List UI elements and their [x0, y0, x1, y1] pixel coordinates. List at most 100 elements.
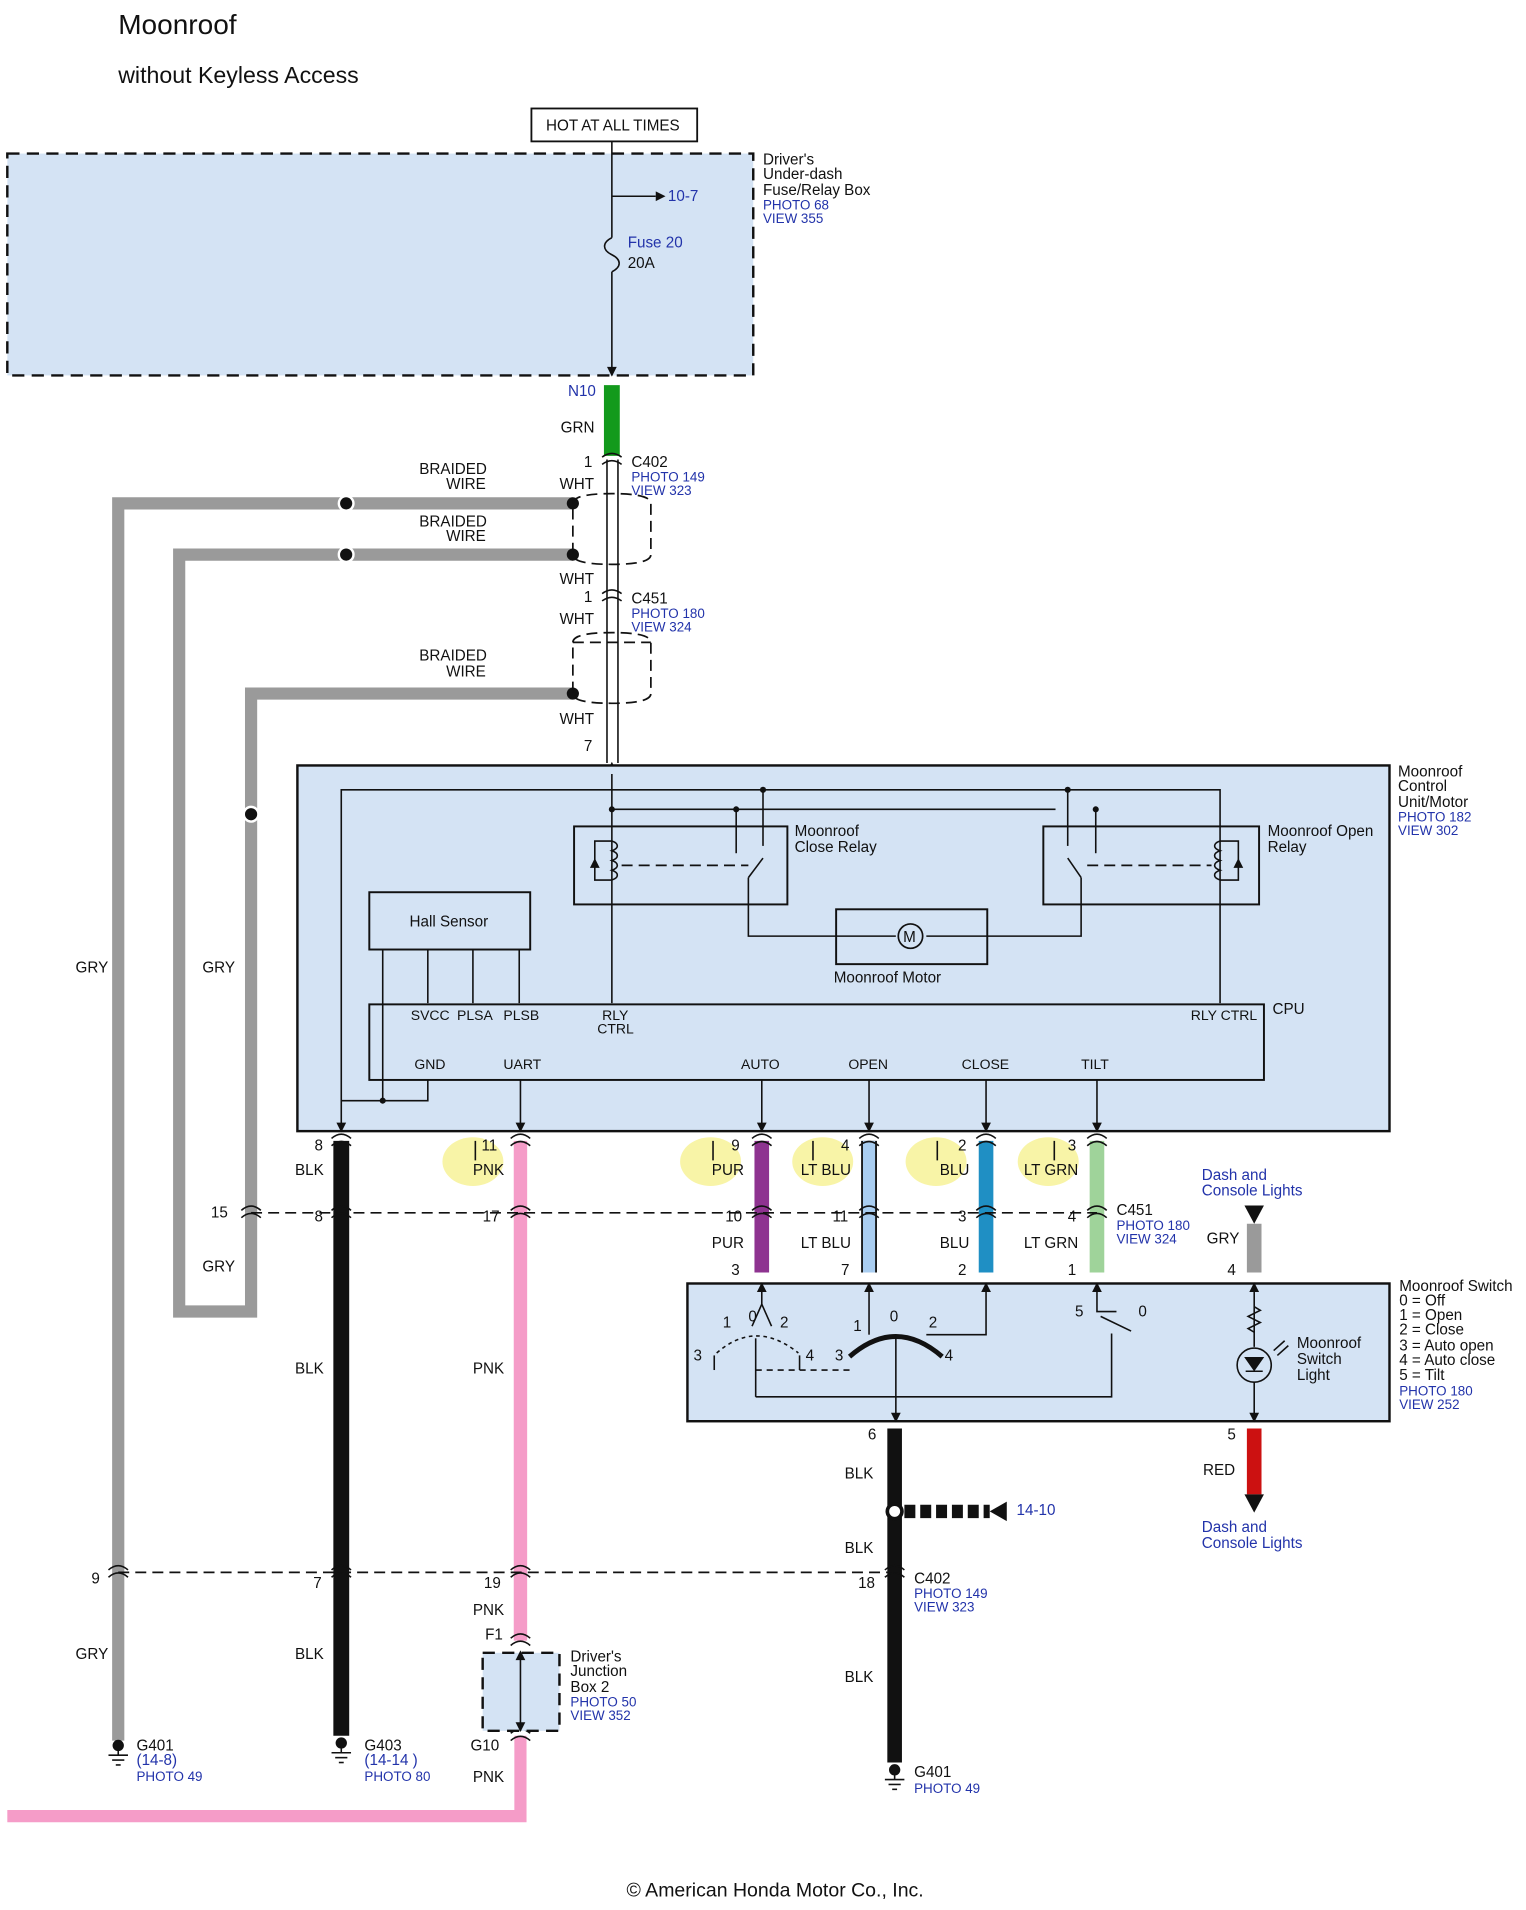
- braided-label-2a: BRAIDED: [419, 514, 487, 531]
- switch-legend-0: 0 = Off: [1399, 1292, 1446, 1309]
- cpu-label: CPU: [1272, 1001, 1304, 1018]
- pin-unit-11: 11: [481, 1138, 497, 1155]
- wire-gry-inner: [244, 687, 573, 1213]
- junction-name-3: Box 2: [570, 1679, 609, 1696]
- sw-pos-0: 0: [1138, 1303, 1146, 1320]
- wire-gry-outer: [112, 497, 573, 1741]
- braided-label-1a: BRAIDED: [419, 461, 487, 478]
- wire-label-gry: GRY: [202, 960, 235, 977]
- g401b-photo: PHOTO 49: [914, 1781, 980, 1796]
- switch-name: Moonroof Switch: [1399, 1278, 1512, 1295]
- wire-label-pur: PUR: [712, 1162, 744, 1179]
- switch-legend-2: 2 = Close: [1399, 1322, 1464, 1339]
- wire-label-pnk: PNK: [473, 1162, 504, 1179]
- pin-c402-18: 18: [858, 1575, 875, 1592]
- pin-sw-1: 1: [1068, 1262, 1076, 1279]
- dash-lights-label-2: Console Lights: [1202, 1535, 1303, 1552]
- wire-label-wht: WHT: [559, 611, 594, 628]
- wire-label-blk: BLK: [295, 1646, 324, 1663]
- wire-label-gry: GRY: [202, 1258, 235, 1275]
- close-relay: [573, 825, 789, 906]
- control-unit-photo: PHOTO 182: [1398, 810, 1471, 825]
- wire-label-pnk: PNK: [473, 1602, 504, 1619]
- cpu-pin-svcc: SVCC: [411, 1007, 450, 1023]
- pin-sw-7: 7: [841, 1262, 849, 1279]
- pin-c451-17: 17: [483, 1208, 500, 1225]
- c451b-view: VIEW 324: [1116, 1231, 1177, 1246]
- motor-symbol: M: [903, 929, 916, 946]
- pin-unit-3: 3: [1068, 1138, 1076, 1155]
- fuse-name: Fuse 20: [628, 234, 683, 251]
- pin-c402-9: 9: [91, 1570, 99, 1587]
- pin-unit-8: 8: [314, 1138, 322, 1155]
- cpu-pin-gnd: GND: [414, 1056, 445, 1072]
- connector-marks: [107, 1133, 1108, 1742]
- cpu-pin-uart: UART: [503, 1056, 541, 1072]
- cpu-pin-auto: AUTO: [741, 1056, 780, 1072]
- highlight-mark: [680, 1137, 742, 1186]
- splice-dot: [885, 1502, 904, 1521]
- resistor-icon: [1246, 1305, 1263, 1333]
- wire-label-red: RED: [1203, 1462, 1235, 1479]
- page-subtitle: without Keyless Access: [117, 62, 359, 88]
- c451-photo: PHOTO 180: [631, 606, 704, 621]
- sw-pos-2: 2: [780, 1314, 788, 1331]
- open-relay-label-2: Relay: [1268, 839, 1307, 856]
- sw-pos-0: 0: [890, 1308, 898, 1325]
- wire-label-grn: GRN: [561, 420, 595, 437]
- ref-10-7: 10-7: [668, 188, 698, 205]
- sw-pos-0: 0: [748, 1308, 756, 1325]
- switch-legend-4: 4 = Auto close: [1399, 1352, 1495, 1369]
- splice-dot: [566, 687, 579, 700]
- highlight-mark: [1017, 1137, 1079, 1186]
- moonroof-switch: [686, 1282, 1391, 1423]
- sw-pos-5: 5: [1075, 1303, 1083, 1320]
- motor-icon: [897, 923, 924, 950]
- cpu-pin-plsa: PLSA: [457, 1007, 493, 1023]
- junction-pin-f1: F1: [485, 1626, 503, 1643]
- braided-shield-1: [572, 492, 652, 566]
- c451-name: C451: [631, 590, 667, 607]
- wire-label-gry: GRY: [1207, 1230, 1240, 1247]
- terminal-n10: N10: [568, 383, 596, 400]
- c402-name: C402: [631, 454, 667, 471]
- highlight-mark: [905, 1137, 967, 1186]
- wire-pnk-out: [7, 1735, 527, 1823]
- wire-label-pur: PUR: [712, 1235, 744, 1252]
- braided-label-3b: WIRE: [446, 663, 486, 680]
- cpu: [368, 1003, 1265, 1081]
- sw-pos-4: 4: [945, 1347, 954, 1364]
- wire-label-lt-grn: LT GRN: [1024, 1235, 1078, 1252]
- braided-label-3a: BRAIDED: [419, 648, 487, 665]
- wire-label-gry: GRY: [76, 1646, 109, 1663]
- wire-label-lt-blu: LT BLU: [801, 1235, 851, 1252]
- sw-pos-2: 2: [929, 1314, 937, 1331]
- splice-dot: [337, 546, 355, 564]
- c402b-photo: PHOTO 149: [914, 1586, 987, 1601]
- pin-sw-6: 6: [868, 1427, 876, 1444]
- pin-c451-11: 11: [832, 1208, 848, 1225]
- moonroof-control-unit: [296, 764, 1391, 1133]
- g401a-name: G401: [137, 1737, 174, 1754]
- switch-light-label-2: Switch: [1297, 1351, 1342, 1368]
- wire-label-pnk: PNK: [473, 1361, 504, 1378]
- g401a-photo: PHOTO 49: [137, 1769, 203, 1784]
- switch-light-label-1: Moonroof: [1297, 1335, 1362, 1352]
- wire-label-blk: BLK: [845, 1669, 874, 1686]
- pin-c402-7: 7: [313, 1575, 321, 1592]
- wire-label-blk: BLK: [295, 1162, 324, 1179]
- c451-view: VIEW 324: [631, 619, 692, 634]
- control-unit-view: VIEW 302: [1398, 823, 1458, 838]
- fuse-box-name-3: Fuse/Relay Box: [763, 182, 871, 199]
- g401a-ref: (14-8): [137, 1752, 178, 1769]
- wire-label-lt-grn: LT GRN: [1024, 1162, 1078, 1179]
- pin-c451-10: 10: [725, 1208, 742, 1225]
- cpu-pin-rly-ctrl-1: RLY: [602, 1007, 629, 1023]
- splice-dot: [566, 548, 579, 561]
- g401b-name: G401: [914, 1764, 951, 1781]
- pin-unit-7: 7: [584, 738, 592, 755]
- cpu-pin-rly-ctrl-open: RLY CTRL: [1191, 1007, 1258, 1023]
- relay-coil-icon: [609, 840, 619, 881]
- fuse-icon: [603, 236, 620, 273]
- wire-label-gry: GRY: [76, 960, 109, 977]
